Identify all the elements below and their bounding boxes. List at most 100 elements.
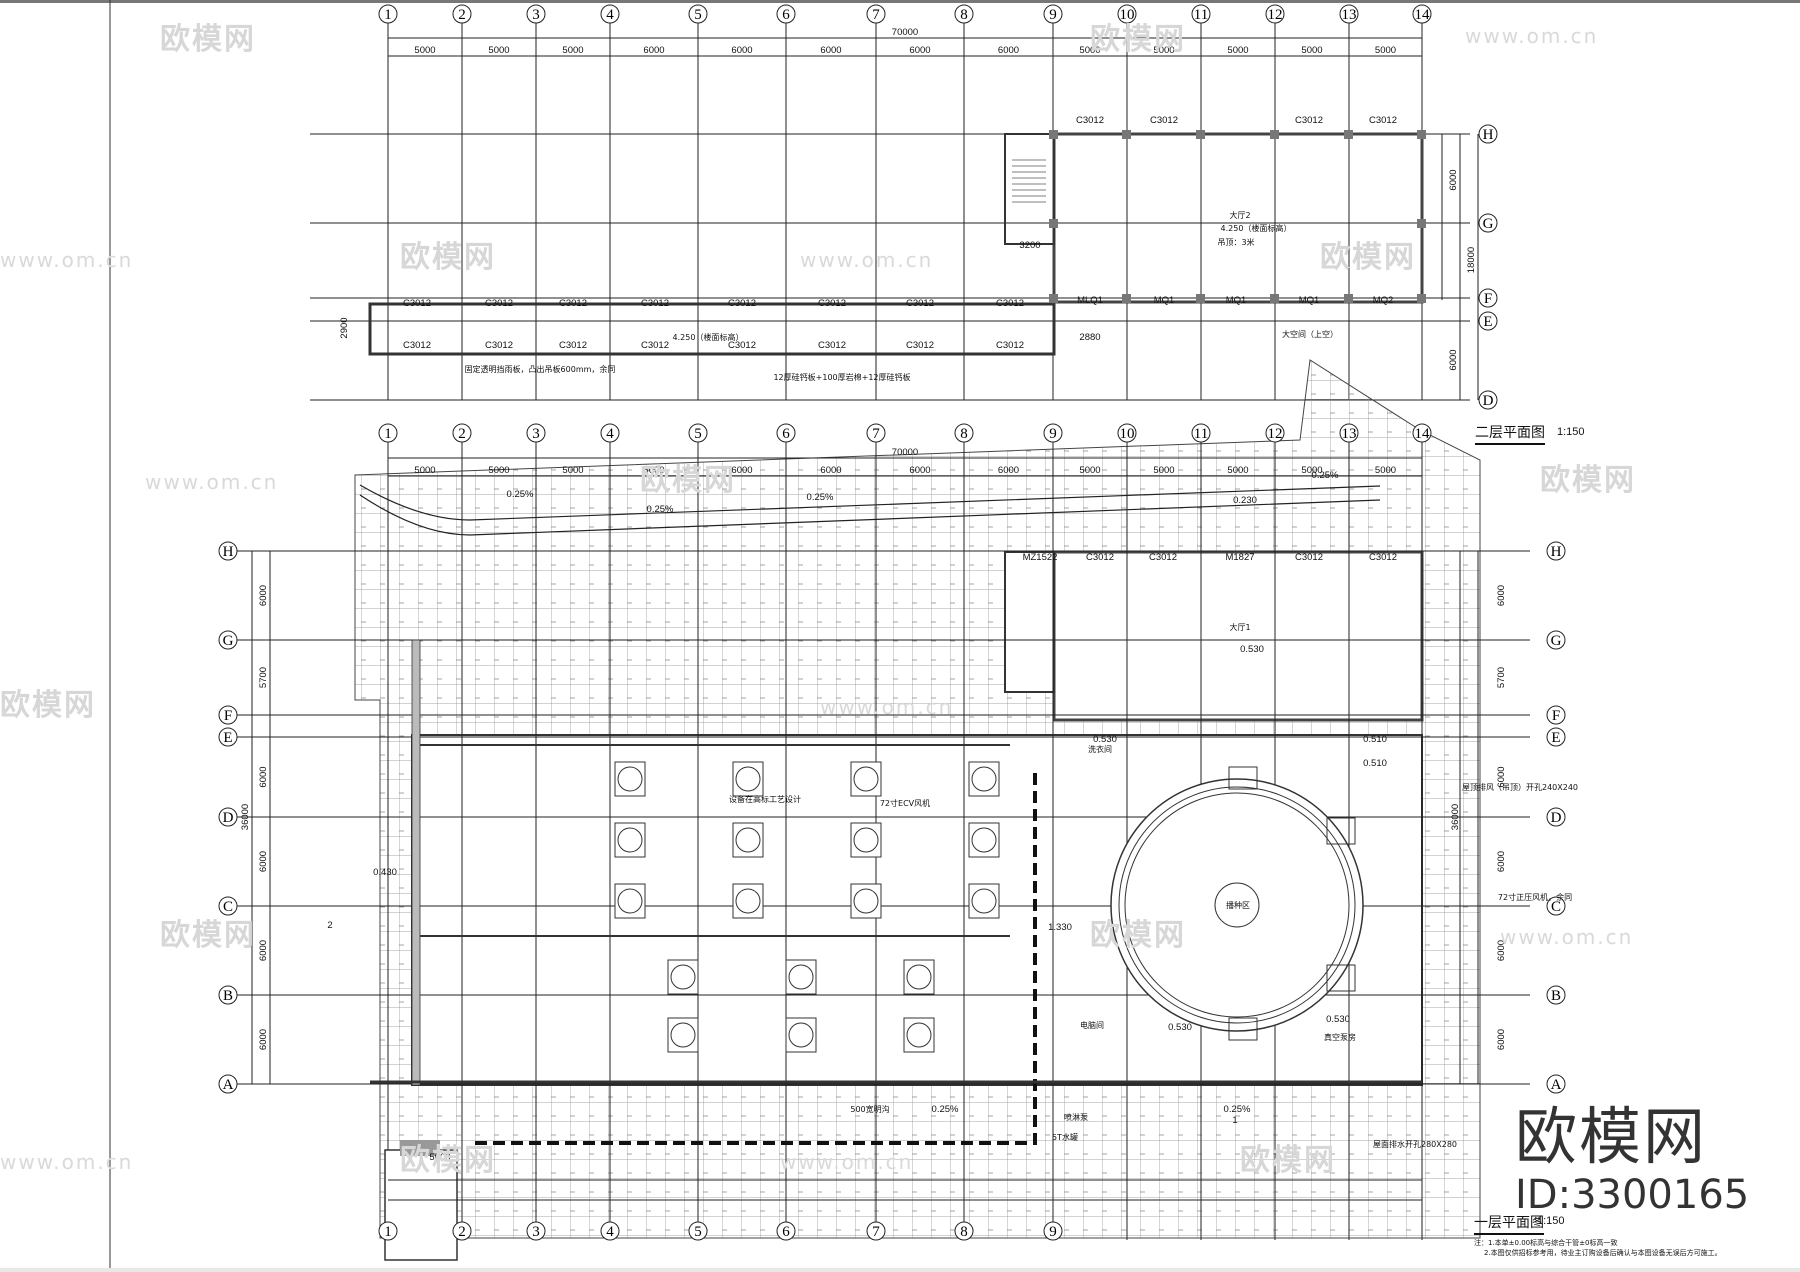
svg-text:设备在高标工艺设计: 设备在高标工艺设计 xyxy=(729,794,801,804)
svg-text:6000: 6000 xyxy=(643,45,664,56)
svg-text:2: 2 xyxy=(458,426,466,442)
axis-bubble: E xyxy=(1546,727,1566,747)
svg-text:7: 7 xyxy=(872,7,880,23)
svg-text:真空泵房: 真空泵房 xyxy=(1324,1032,1356,1042)
svg-text:2900: 2900 xyxy=(339,317,350,338)
svg-text:11: 11 xyxy=(1194,426,1208,442)
axis-bubble: 11 xyxy=(1191,4,1211,24)
svg-text:70000: 70000 xyxy=(892,447,918,458)
axis-bubble: 5 xyxy=(688,423,708,443)
svg-text:F: F xyxy=(1484,291,1492,307)
svg-text:MLQ1: MLQ1 xyxy=(1077,295,1103,306)
svg-text:36000: 36000 xyxy=(1450,804,1461,830)
axis-bubble: 7 xyxy=(866,1221,886,1241)
svg-text:5000: 5000 xyxy=(562,465,583,476)
svg-text:固定透明挡雨板，凸出吊板600mm，余同: 固定透明挡雨板，凸出吊板600mm，余同 xyxy=(465,364,616,374)
svg-text:11: 11 xyxy=(1194,7,1208,23)
svg-text:5000: 5000 xyxy=(1079,465,1100,476)
axis-bubble: B xyxy=(1546,985,1566,1005)
top-frame-bar xyxy=(0,0,1800,3)
axis-bubble: 6 xyxy=(776,423,796,443)
axis-bubble: A xyxy=(218,1074,238,1094)
svg-text:5000: 5000 xyxy=(414,465,435,476)
svg-text:C3012: C3012 xyxy=(403,298,431,309)
svg-text:0.25%: 0.25% xyxy=(807,492,834,503)
svg-text:0.530: 0.530 xyxy=(1168,1022,1192,1033)
upper-plan-title: 二层平面图 xyxy=(1475,422,1545,445)
axis-bubble: 1 xyxy=(378,4,398,24)
svg-text:4: 4 xyxy=(606,7,614,23)
svg-text:A: A xyxy=(1551,1077,1562,1093)
svg-text:0.430: 0.430 xyxy=(373,867,397,878)
svg-text:大空间（上空）: 大空间（上空） xyxy=(1282,329,1338,339)
svg-text:MQ2: MQ2 xyxy=(1373,295,1394,306)
svg-text:C3012: C3012 xyxy=(1295,115,1323,126)
svg-text:1: 1 xyxy=(384,426,392,442)
svg-text:H: H xyxy=(1483,127,1494,143)
axis-bubble: D xyxy=(1478,390,1498,410)
upper-plan xyxy=(310,20,1479,401)
svg-text:C: C xyxy=(1551,899,1561,915)
svg-text:0.25%: 0.25% xyxy=(507,489,534,500)
svg-text:C3012: C3012 xyxy=(641,298,669,309)
svg-text:E: E xyxy=(223,730,232,746)
svg-text:C3012: C3012 xyxy=(559,340,587,351)
axis-bubble: 13 xyxy=(1339,423,1359,443)
axis-bubble: D xyxy=(1546,807,1566,827)
svg-text:7: 7 xyxy=(872,1224,880,1240)
svg-text:6000: 6000 xyxy=(258,940,269,961)
svg-text:1: 1 xyxy=(384,7,392,23)
axis-bubble: 3 xyxy=(526,4,546,24)
svg-text:大厅2: 大厅2 xyxy=(1229,210,1250,220)
svg-text:大厅1: 大厅1 xyxy=(1229,622,1250,632)
svg-text:H: H xyxy=(223,544,234,560)
svg-text:C3012: C3012 xyxy=(403,340,431,351)
svg-text:13: 13 xyxy=(1342,426,1357,442)
svg-text:C3012: C3012 xyxy=(1076,115,1104,126)
svg-text:C3012: C3012 xyxy=(728,340,756,351)
axis-bubble: 5 xyxy=(688,1221,708,1241)
svg-text:0.530: 0.530 xyxy=(1093,734,1117,745)
svg-text:6000: 6000 xyxy=(998,45,1019,56)
svg-text:5000: 5000 xyxy=(1153,45,1174,56)
svg-text:6000: 6000 xyxy=(909,465,930,476)
svg-text:G: G xyxy=(1483,216,1494,232)
svg-text:0.25%: 0.25% xyxy=(932,1104,959,1115)
svg-text:C3012: C3012 xyxy=(996,298,1024,309)
svg-text:5000: 5000 xyxy=(1079,45,1100,56)
svg-text:0.510: 0.510 xyxy=(1363,758,1387,769)
svg-text:5000: 5000 xyxy=(429,1152,450,1163)
axis-bubble: 2 xyxy=(452,423,472,443)
svg-text:电脑间: 电脑间 xyxy=(1080,1020,1104,1030)
svg-text:洗衣间: 洗衣间 xyxy=(1088,744,1112,754)
axis-bubble: 14 xyxy=(1412,4,1432,24)
axis-bubble: 9 xyxy=(1043,1221,1063,1241)
svg-text:0.530: 0.530 xyxy=(1326,1014,1350,1025)
svg-text:G: G xyxy=(1551,633,1562,649)
axis-bubble: 8 xyxy=(954,1221,974,1241)
svg-text:9: 9 xyxy=(1049,7,1057,23)
svg-text:1.330: 1.330 xyxy=(1048,922,1072,933)
svg-text:C3012: C3012 xyxy=(1295,552,1323,563)
svg-text:喷淋泵: 喷淋泵 xyxy=(1064,1112,1088,1122)
svg-text:D: D xyxy=(1483,393,1494,409)
svg-text:MQ1: MQ1 xyxy=(1226,295,1247,306)
axis-bubble: G xyxy=(1546,630,1566,650)
svg-text:6000: 6000 xyxy=(643,465,664,476)
svg-text:0.510: 0.510 xyxy=(1363,734,1387,745)
svg-text:C3012: C3012 xyxy=(641,340,669,351)
svg-text:6: 6 xyxy=(782,7,790,23)
axis-bubble: 5 xyxy=(688,4,708,24)
svg-text:0.25%: 0.25% xyxy=(1312,470,1339,481)
lower-plan-title: 一层平面图 xyxy=(1474,1212,1544,1235)
model-id: ID:3300165 xyxy=(1515,1172,1750,1218)
svg-text:9: 9 xyxy=(1049,426,1057,442)
axis-bubble: 3 xyxy=(526,423,546,443)
axis-bubble: F xyxy=(218,705,238,725)
svg-text:72寸ECV风机: 72寸ECV风机 xyxy=(880,798,930,808)
axis-bubble: 2 xyxy=(452,4,472,24)
svg-text:1: 1 xyxy=(384,1224,392,1240)
svg-text:12: 12 xyxy=(1268,7,1283,23)
axis-bubble: 8 xyxy=(954,423,974,443)
